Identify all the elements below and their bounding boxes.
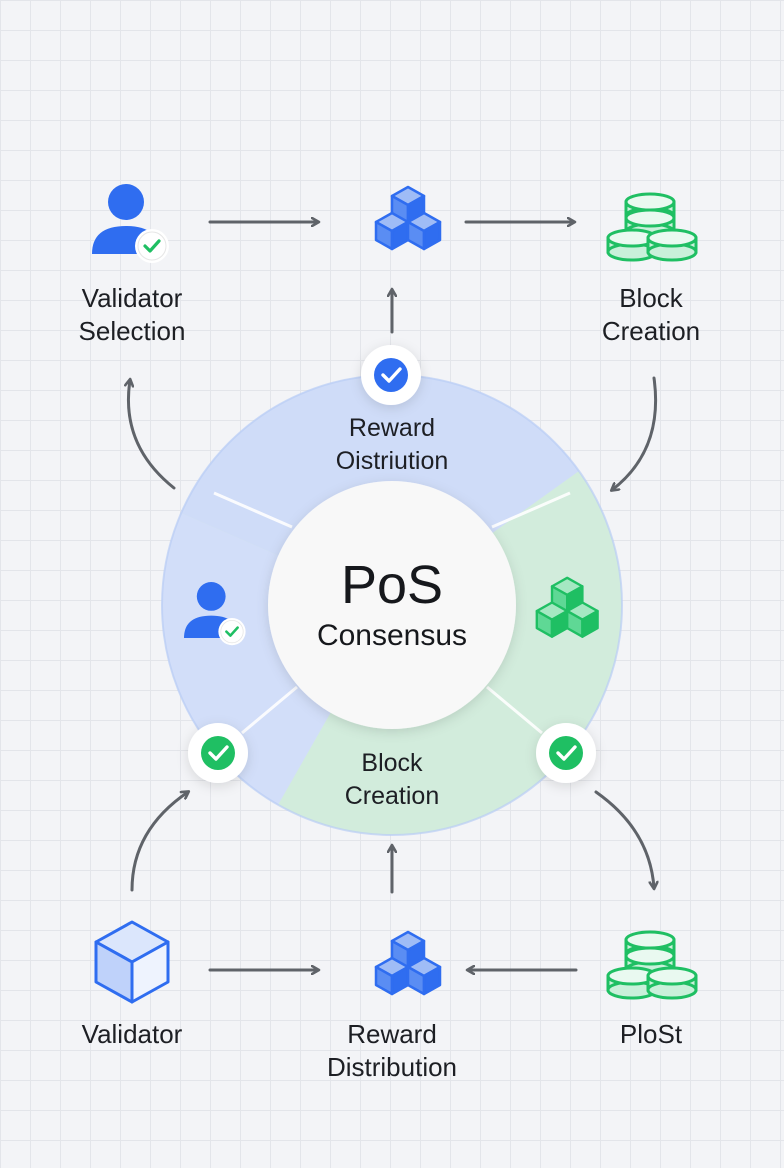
top-coin-stack-icon — [606, 192, 698, 262]
validator-label: Validator — [81, 1019, 183, 1049]
arrow-block-creation-to-ring — [612, 376, 658, 490]
bottom-coin-stack-icon — [606, 930, 698, 1000]
top-blocks-icon — [374, 185, 442, 251]
validator-cube-icon — [94, 920, 170, 1004]
plost-label: PloSt — [619, 1019, 683, 1049]
arrow-validator-to-ring — [130, 792, 188, 892]
validator-selection-user-check-icon — [90, 182, 171, 265]
arrow-ring-to-validator-selection — [128, 380, 176, 490]
validator-selection-label: Validator Selection — [78, 283, 186, 346]
reward-distribution-label: Reward Distribution — [326, 1019, 458, 1082]
bottom-blocks-icon — [374, 930, 442, 996]
arrow-ring-to-plost — [594, 790, 654, 888]
check-badge-left — [188, 723, 248, 783]
check-badge-right — [536, 723, 596, 783]
block-creation-label-top: Block Creation — [601, 283, 701, 346]
ring-reward-distribution-label: Reward Oistriution — [335, 414, 449, 475]
center-title: PoS — [341, 555, 443, 615]
center-hub — [268, 481, 516, 729]
center-subtitle: Consensus — [317, 619, 467, 652]
ring-block-creation-label: Block Creation — [344, 749, 440, 810]
check-badge-top — [361, 345, 421, 405]
